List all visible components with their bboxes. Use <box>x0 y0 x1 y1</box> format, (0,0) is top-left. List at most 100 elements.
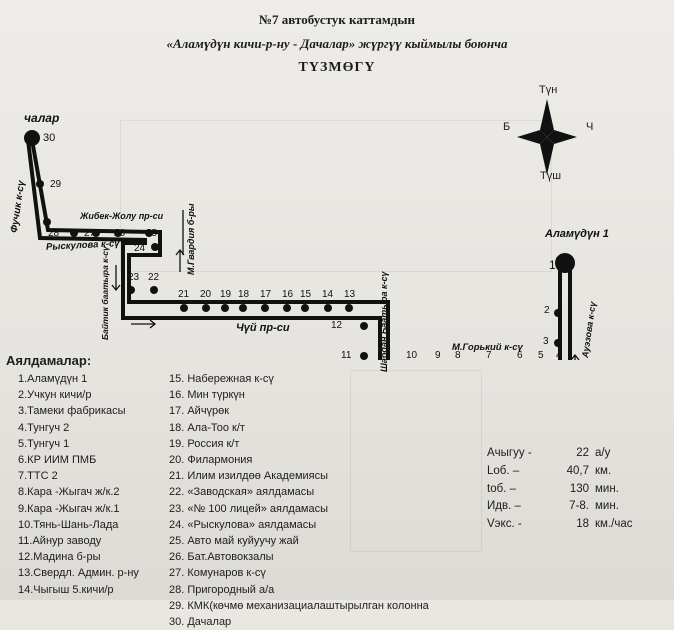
stop-dot <box>151 243 159 251</box>
stop-dot <box>145 229 153 237</box>
stop-number: 3 <box>543 336 549 347</box>
stop-list-item: 11.Айнур заводу <box>18 535 102 548</box>
stop-list-item: 26. Бат.Автовокзалы <box>169 551 274 564</box>
stop-list-item: 25. Авто май куйуучу жай <box>169 535 299 548</box>
stat-row: tоб. – 130 мин. <box>487 481 632 499</box>
stop-dot <box>239 304 247 312</box>
stop-list-item: 3.Тамеки фабрикасы <box>18 405 126 418</box>
stop-dot <box>150 286 158 294</box>
stop-list-item: 13.Свердл. Админ. р-ну <box>18 567 139 580</box>
stop-list-item: 17. Айчүрөк <box>169 405 230 418</box>
terminal-start-marker <box>555 253 575 273</box>
stat-value: 7-8. <box>569 500 589 513</box>
stop-dot <box>554 309 562 317</box>
stop-number: 4 <box>556 350 562 361</box>
stat-row: Идв. – 7-8. мин. <box>487 498 632 516</box>
route-line-inner <box>30 139 562 360</box>
route-name: «Аламүдүн кичи-р-ну - Дачалар» <box>166 36 356 51</box>
stat-unit: км./час <box>595 518 633 531</box>
stop-list-item: 15. Набережная к-сү <box>169 373 274 385</box>
stop-number: 1 <box>549 258 556 272</box>
route-line-outer <box>26 139 572 360</box>
stop-number: 19 <box>220 289 232 300</box>
stop-list-item: 5.Тунгуч 1 <box>18 437 70 450</box>
stat-key: Ачыгуу - <box>487 447 532 459</box>
stop-dot <box>92 229 100 237</box>
stop-number: 12 <box>331 320 343 331</box>
stop-list-item: 20. Филармония <box>169 454 253 467</box>
stop-list-item: 16. Мин түркүн <box>169 389 245 402</box>
stop-number: 5 <box>538 350 544 361</box>
stat-key: Идв. – <box>487 500 521 513</box>
stop-list-item: 9.Кара -Жыгач ж/к.1 <box>18 502 120 515</box>
stop-dot <box>114 229 122 237</box>
stop-dot <box>36 180 44 188</box>
stat-value: 22 <box>576 447 589 459</box>
direction-arrow-head <box>149 319 157 329</box>
stop-dot <box>360 352 368 360</box>
stop-dot <box>324 304 332 312</box>
stat-key: Vэкс. - <box>487 518 522 531</box>
stop-dot <box>283 304 291 312</box>
stop-list-item: 28. Пригородный а/а <box>169 583 275 596</box>
stop-list-item: 8.Кара -Жыгач ж/к.2 <box>18 486 120 499</box>
stop-list-item: 18. Ала-Тоо к/т <box>169 421 245 434</box>
stat-unit: мин. <box>595 482 619 495</box>
stop-list-item: 14.Чыгыш 5.кичи/р <box>18 583 114 596</box>
terminal-end-marker <box>24 130 40 146</box>
stop-dot <box>180 304 188 312</box>
stat-key: tоб. – <box>487 482 516 495</box>
stop-list-item: 7.ТТС 2 <box>18 470 58 483</box>
stops-list-column-1: 1.Аламүдүн 1 2.Учкун кичи/р 3.Тамеки фаб… <box>18 371 139 598</box>
stops-list-column-2: 15. Набережная к-сү 16. Мин түркүн 17. А… <box>169 371 429 630</box>
route-subtitle: жүргүү кыймылы боюнча <box>358 36 508 51</box>
stat-key: Lоб. – <box>487 464 520 477</box>
stop-list-item: 21. Илим изилдөө Академиясы <box>169 470 329 483</box>
stop-dot <box>261 304 269 312</box>
stop-number: 9 <box>435 350 441 361</box>
stop-number: 15 <box>300 289 312 300</box>
stop-number: 24 <box>134 243 146 254</box>
stop-dot <box>360 322 368 330</box>
stop-list-item: 27. Комунаров к-сү <box>169 567 266 580</box>
stop-number: 25 <box>146 228 158 239</box>
stat-unit: км. <box>595 464 612 477</box>
stop-list-item: 19. Россия к/т <box>169 437 240 450</box>
stop-number: 16 <box>282 289 294 300</box>
stop-number: 6 <box>517 350 523 361</box>
stop-number: 11 <box>341 350 352 361</box>
stop-number: 2 <box>544 305 550 316</box>
stop-dot <box>301 304 309 312</box>
compass-south-label: Түш <box>540 170 562 182</box>
stat-unit: мин. <box>595 500 619 513</box>
stop-number: 29 <box>50 179 62 190</box>
stop-list-item: 4.Тунгуч 2 <box>18 421 70 434</box>
street-label-zhibek: Жибек-Жолу пр-си <box>80 211 164 221</box>
stop-list-item: 23. «№ 100 лицей» аялдамасы <box>169 502 329 515</box>
stop-list-item: 30. Дачалар <box>169 616 232 629</box>
stop-number: 8 <box>455 350 461 361</box>
stop-number: 26 <box>114 228 126 239</box>
compass-east-label: Ч <box>586 121 594 133</box>
compass-west-label: Б <box>503 121 511 133</box>
terminal-start-label: Аламүдүн 1 <box>545 228 609 240</box>
stop-dot <box>345 304 353 312</box>
stop-list-item: 24. «Рыскулова» аялдамасы <box>169 518 317 531</box>
direction-arrow-head <box>570 353 580 360</box>
stop-number: 20 <box>200 289 212 300</box>
bleed-through-grid <box>120 120 552 272</box>
street-label-gvardii: М.Гвардия б-ры <box>186 203 196 276</box>
route-map <box>24 99 580 360</box>
stat-value: 130 <box>569 482 589 495</box>
stop-number: 22 <box>148 272 160 283</box>
compass-north-label: Түн <box>539 84 558 96</box>
stop-number: 14 <box>322 289 334 300</box>
stop-dot <box>221 304 229 312</box>
doc-title-line3: ТҮЗМӨГҮ <box>298 60 376 75</box>
stop-list-item: 2.Учкун кичи/р <box>18 389 92 402</box>
